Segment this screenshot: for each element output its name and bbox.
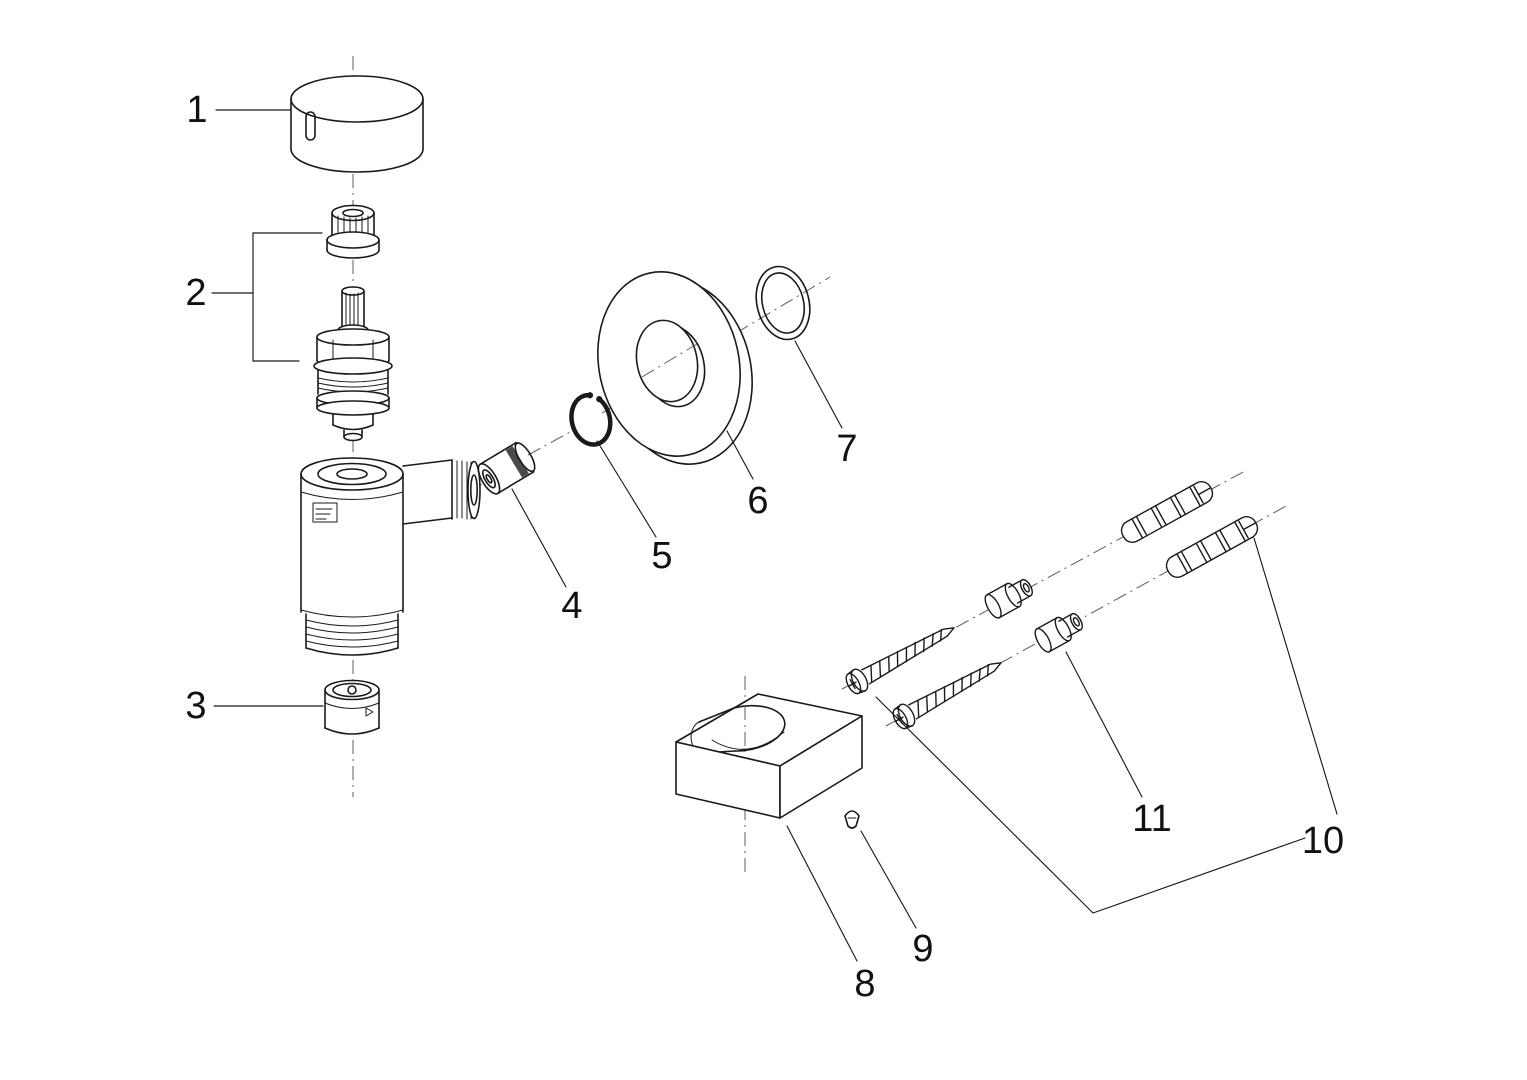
callout-1: 1 — [186, 89, 207, 131]
leader-9 — [860, 830, 917, 929]
part-wood-screw-lower — [889, 651, 1008, 733]
callout-8: 8 — [854, 963, 875, 1005]
part-spacer-bushing-upper — [981, 573, 1038, 621]
part-escutcheon — [597, 271, 753, 465]
callout-4: 4 — [561, 585, 582, 627]
brand-plate — [312, 502, 338, 523]
part-coupling — [477, 441, 536, 495]
part-snap-ring — [569, 392, 613, 447]
leader-11 — [1065, 651, 1143, 798]
centerline-through-escutcheon-hole — [641, 343, 698, 378]
leader-7 — [794, 340, 843, 429]
callout-3: 3 — [185, 685, 206, 727]
part-valve-body — [300, 457, 481, 656]
bracket-cutout — [733, 704, 786, 752]
callout-10: 10 — [1302, 820, 1344, 862]
direction-arrow — [365, 707, 374, 717]
leader-4 — [511, 488, 567, 588]
callout-2: 2 — [185, 272, 206, 314]
callout-11: 11 — [1132, 798, 1171, 840]
part-o-ring — [755, 265, 811, 341]
leader-10 — [875, 537, 1338, 914]
part-valve-cartridge — [313, 286, 393, 442]
callout-7: 7 — [836, 428, 857, 470]
callout-6: 6 — [747, 480, 768, 522]
coupling-dark-band — [505, 446, 529, 478]
leader-5 — [596, 440, 657, 538]
handle-slot — [305, 111, 316, 141]
part-set-screw — [844, 810, 860, 829]
part-wall-anchor-upper — [1117, 477, 1217, 547]
callout-5: 5 — [651, 535, 672, 577]
part-wall-bracket — [675, 693, 863, 819]
part-spacer-bushing-lower — [1031, 607, 1088, 655]
leader-8 — [786, 825, 858, 962]
part-cartridge-adapter — [326, 204, 380, 259]
callout-9: 9 — [912, 928, 933, 970]
leader-6 — [726, 430, 754, 480]
leader-2 — [211, 232, 323, 362]
part-base-sleeve — [324, 679, 380, 735]
part-handle-cap — [290, 75, 424, 173]
part-wall-anchor-lower — [1162, 512, 1262, 582]
part-wood-screw-upper — [842, 616, 961, 698]
